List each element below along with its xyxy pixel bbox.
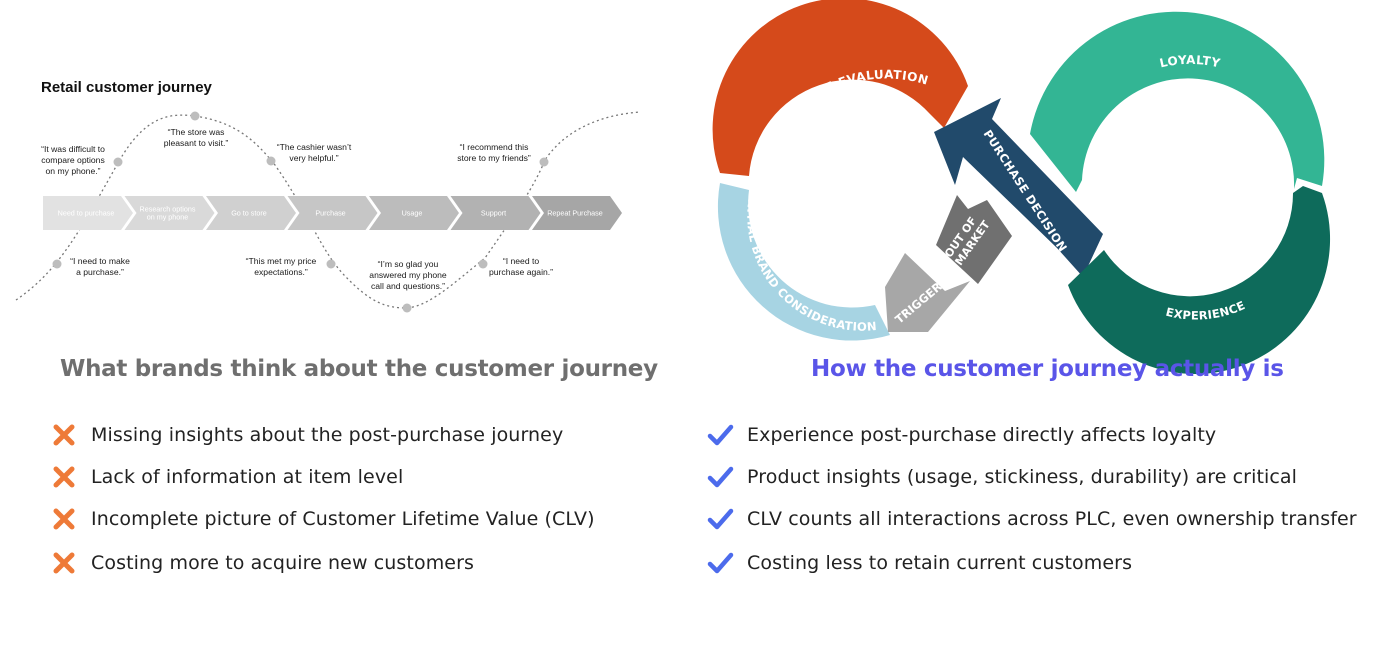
list-item: Costing less to retain current customers	[706, 542, 1357, 584]
curve-dots	[52, 111, 549, 313]
cross-icon	[53, 466, 75, 488]
curve-dot	[113, 157, 123, 167]
check-icon	[707, 424, 734, 446]
curve-dot	[539, 157, 549, 167]
initial-brand-consideration-segment	[717, 183, 890, 341]
stage-label: Purchase	[315, 209, 345, 218]
loop-svg: ACTIVE EVALUATION INITIAL BRAND CONSIDER…	[712, 0, 1331, 375]
stage-chevron	[532, 196, 622, 230]
list-item-text: Costing more to acquire new customers	[91, 552, 475, 574]
journey-svg: Retail customer journey Need to purchase…	[15, 79, 641, 313]
trigger-segment	[885, 253, 970, 332]
purchase-decision-segment	[934, 98, 1103, 277]
retail-journey-diagram: Retail customer journey Need to purchase…	[0, 0, 680, 340]
list-item-text: Product insights (usage, stickiness, dur…	[747, 466, 1298, 488]
loyalty-label: LOYALTY	[1158, 53, 1221, 71]
left-heading: What brands think about the customer jou…	[60, 356, 658, 382]
check-icon	[707, 552, 734, 574]
stage-chevron	[450, 196, 541, 230]
active-evaluation-segment	[712, 0, 968, 176]
cross-icon	[53, 508, 75, 530]
list-item: Missing insights about the post-purchase…	[50, 414, 595, 456]
out-of-market-segment	[936, 195, 1012, 284]
curve-dot	[52, 259, 62, 269]
curve-dot	[402, 303, 412, 313]
stage-label: Repeat Purchase	[547, 209, 603, 218]
experience-segment	[1068, 186, 1331, 375]
stage-label: Usage	[402, 209, 423, 218]
cross-icon	[53, 552, 75, 574]
list-item-text: Costing less to retain current customers	[747, 552, 1133, 574]
list-item: CLV counts all interactions across PLC, …	[706, 498, 1357, 540]
emotion-curve	[15, 111, 641, 309]
curve-dot	[326, 259, 336, 269]
list-item-text: Lack of information at item level	[91, 466, 404, 488]
curve-dot	[190, 111, 200, 121]
list-item-text: CLV counts all interactions across PLC, …	[747, 508, 1357, 530]
check-icon	[707, 466, 734, 488]
stage-chevron	[206, 196, 296, 230]
brand-beliefs-list: Missing insights about the post-purchase…	[50, 414, 595, 584]
list-item: Experience post-purchase directly affect…	[706, 414, 1357, 456]
stage-chevron	[124, 196, 215, 230]
curve-dot	[478, 259, 488, 269]
journey-title: Retail customer journey	[41, 79, 213, 96]
list-item-text: Experience post-purchase directly affect…	[747, 424, 1217, 446]
list-item: Lack of information at item level	[50, 456, 595, 498]
loyalty-segment	[1030, 11, 1325, 192]
list-item: Product insights (usage, stickiness, dur…	[706, 456, 1357, 498]
actual-journey-list: Experience post-purchase directly affect…	[706, 414, 1357, 584]
stage-label: Support	[481, 209, 506, 218]
stage-chevron	[43, 196, 133, 230]
stage-label: Go to store	[231, 209, 267, 218]
cross-icon	[53, 424, 75, 446]
right-heading: How the customer journey actually is	[811, 356, 1284, 382]
stage-chevron	[287, 196, 378, 230]
list-item-text: Incomplete picture of Customer Lifetime …	[91, 508, 595, 530]
check-icon	[707, 508, 734, 530]
list-item-text: Missing insights about the post-purchase…	[91, 424, 564, 446]
stage-chevron	[369, 196, 459, 230]
list-item: Incomplete picture of Customer Lifetime …	[50, 498, 595, 540]
curve-dot	[266, 156, 276, 166]
list-item: Costing more to acquire new customers	[50, 542, 595, 584]
infinity-loop-diagram: ACTIVE EVALUATION INITIAL BRAND CONSIDER…	[700, 0, 1400, 375]
stage-label: Need to purchase	[58, 209, 115, 218]
